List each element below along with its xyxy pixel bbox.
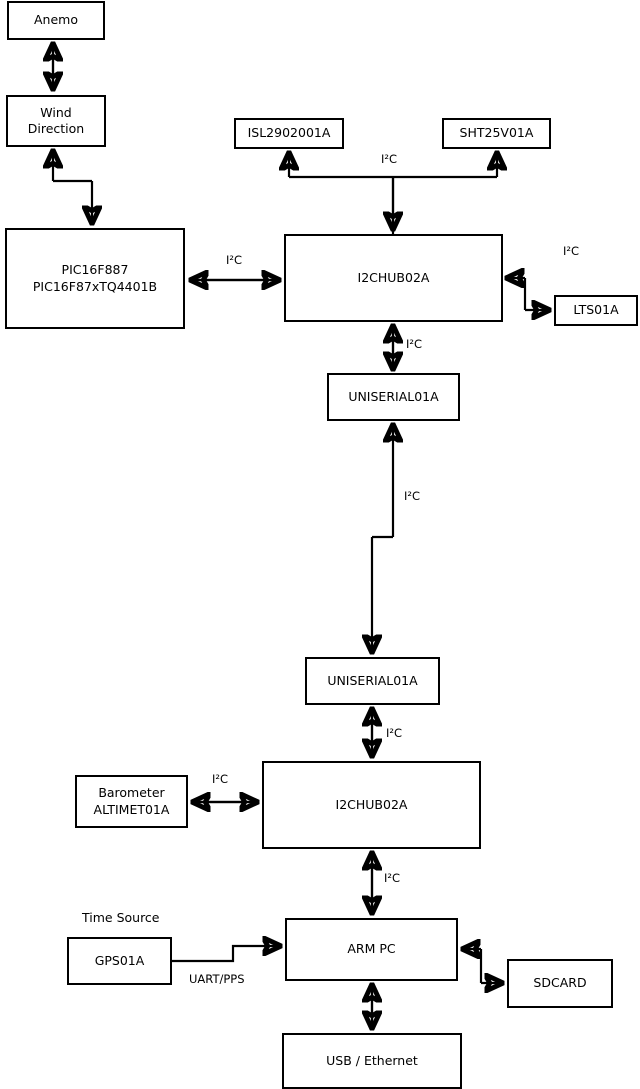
edge-label-uart-pps: UART/PPS [189,972,245,986]
wire-gps-armpc [172,946,279,963]
edge-label-i2c-bus-top: I²C [381,152,398,166]
node-uniserial01a-top[interactable]: UNISERIAL01A [327,373,460,421]
edge-label-i2c-hub2-armpc: I²C [384,871,401,885]
node-i2chub02a-bottom[interactable]: I2CHUB02A [262,761,481,849]
edge-label-i2c-uniserial-link: I²C [404,489,421,503]
node-usb-ethernet[interactable]: USB / Ethernet [282,1033,462,1089]
node-sht25v01a[interactable]: SHT25V01A [442,118,551,149]
node-wind-direction[interactable]: Wind Direction [6,95,106,147]
node-uniserial01a-bottom[interactable]: UNISERIAL01A [305,657,440,705]
edge-label-i2c-pic-hub: I²C [226,253,243,267]
node-barometer-altimet01a[interactable]: Barometer ALTIMET01A [75,775,188,828]
node-anemo[interactable]: Anemo [7,1,105,40]
node-arm-pc[interactable]: ARM PC [285,918,458,981]
node-lts01a[interactable]: LTS01A [554,295,638,326]
node-isl2902001a[interactable]: ISL2902001A [234,118,344,149]
node-pic-mcu[interactable]: PIC16F887 PIC16F87xTQ4401B [5,228,185,329]
edge-label-i2c-hub-lts: I²C [563,244,580,258]
edge-label-i2c-uniserial-hub2: I²C [386,726,403,740]
node-sdcard[interactable]: SDCARD [507,959,613,1008]
node-i2chub02a-top[interactable]: I2CHUB02A [284,234,503,322]
label-time-source: Time Source [82,910,160,925]
edge-label-i2c-barometer-hub2: I²C [212,772,229,786]
edge-label-i2c-hub-uniserial: I²C [406,337,423,351]
node-gps01a[interactable]: GPS01A [67,937,172,985]
